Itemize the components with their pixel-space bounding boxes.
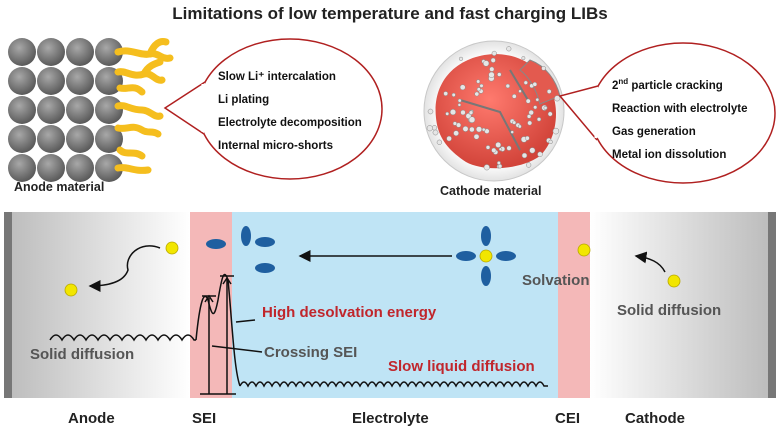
region-label-cei: CEI: [555, 410, 581, 427]
graphite-particle: [66, 125, 94, 153]
solvent-molecule-icon: [206, 226, 516, 286]
region-label-cathode: Cathode: [625, 410, 685, 427]
cathode-issue-item: 2nd particle cracking: [612, 77, 723, 92]
cathode-to-cei-arrow: [634, 251, 666, 273]
graphite-particle: [95, 125, 123, 153]
region-label-anode: Anode: [68, 410, 115, 427]
anode-material-caption: Anode material: [14, 180, 105, 194]
cathode-issue-item: Metal ion dissolution: [612, 148, 727, 161]
cathode-current-collector: [768, 212, 776, 398]
solvation-label: Solvation: [522, 272, 590, 289]
cathode-particle-icon: [423, 40, 565, 182]
cathode-solid-diffusion-label: Solid diffusion: [617, 302, 722, 319]
anode-issue-item: Internal micro-shorts: [218, 140, 334, 152]
desolvation-label: High desolvation energy: [262, 304, 437, 321]
sei-to-anode-arrow: [88, 245, 161, 292]
anode-issue-item: Li plating: [218, 94, 270, 106]
graphite-particle: [8, 125, 36, 153]
li-dendrite-icon: [114, 38, 174, 174]
anode-issue-item: Electrolyte decomposition: [218, 117, 362, 129]
anode-issue-item: Slow Li⁺ intercalation: [218, 71, 336, 83]
li-ion-icon: [64, 241, 681, 297]
graphite-particle: [95, 154, 123, 182]
anode-energy-wave: [49, 334, 196, 342]
graphite-particle: [37, 38, 65, 66]
graphite-particle: [66, 67, 94, 95]
cathode-material-caption: Cathode material: [440, 184, 542, 198]
cei-region: [558, 212, 590, 398]
graphite-particle: [8, 154, 36, 182]
graphite-particle: [8, 67, 36, 95]
graphite-particle: [66, 96, 94, 124]
graphite-particle: [8, 96, 36, 124]
graphite-particle: [37, 154, 65, 182]
liquid-diffusion-label: Slow liquid diffusion: [388, 358, 535, 375]
graphite-particle: [37, 67, 65, 95]
electrolyte-energy-wave: [239, 381, 548, 388]
figure-title: Limitations of low temperature and fast …: [172, 4, 608, 23]
graphite-particle: [66, 154, 94, 182]
region-label-sei: SEI: [192, 410, 217, 427]
anode-solid-diffusion-label: Solid diffusion: [30, 346, 135, 363]
graphite-particle: [95, 38, 123, 66]
electrolyte-region: [232, 212, 558, 398]
crossing-sei-label: Crossing SEI: [264, 344, 358, 361]
cathode-region: [590, 212, 768, 398]
graphite-particle: [95, 96, 123, 124]
region-label-electrolyte: Electrolyte: [352, 410, 429, 427]
anode-issue-list: Slow Li⁺ intercalation Li plating Electr…: [218, 66, 362, 158]
anode-particles-icon: [8, 38, 123, 182]
graphite-particle: [8, 38, 36, 66]
cathode-issue-item: Gas generation: [612, 125, 696, 138]
graphite-particle: [37, 125, 65, 153]
cathode-issue-item: Reaction with electrolyte: [612, 102, 748, 115]
graphite-particle: [37, 96, 65, 124]
anode-region: [10, 212, 190, 398]
anode-current-collector: [4, 212, 12, 398]
cathode-issue-list: 2nd particle cracking Reaction with elec…: [612, 70, 747, 167]
graphite-particle: [66, 38, 94, 66]
